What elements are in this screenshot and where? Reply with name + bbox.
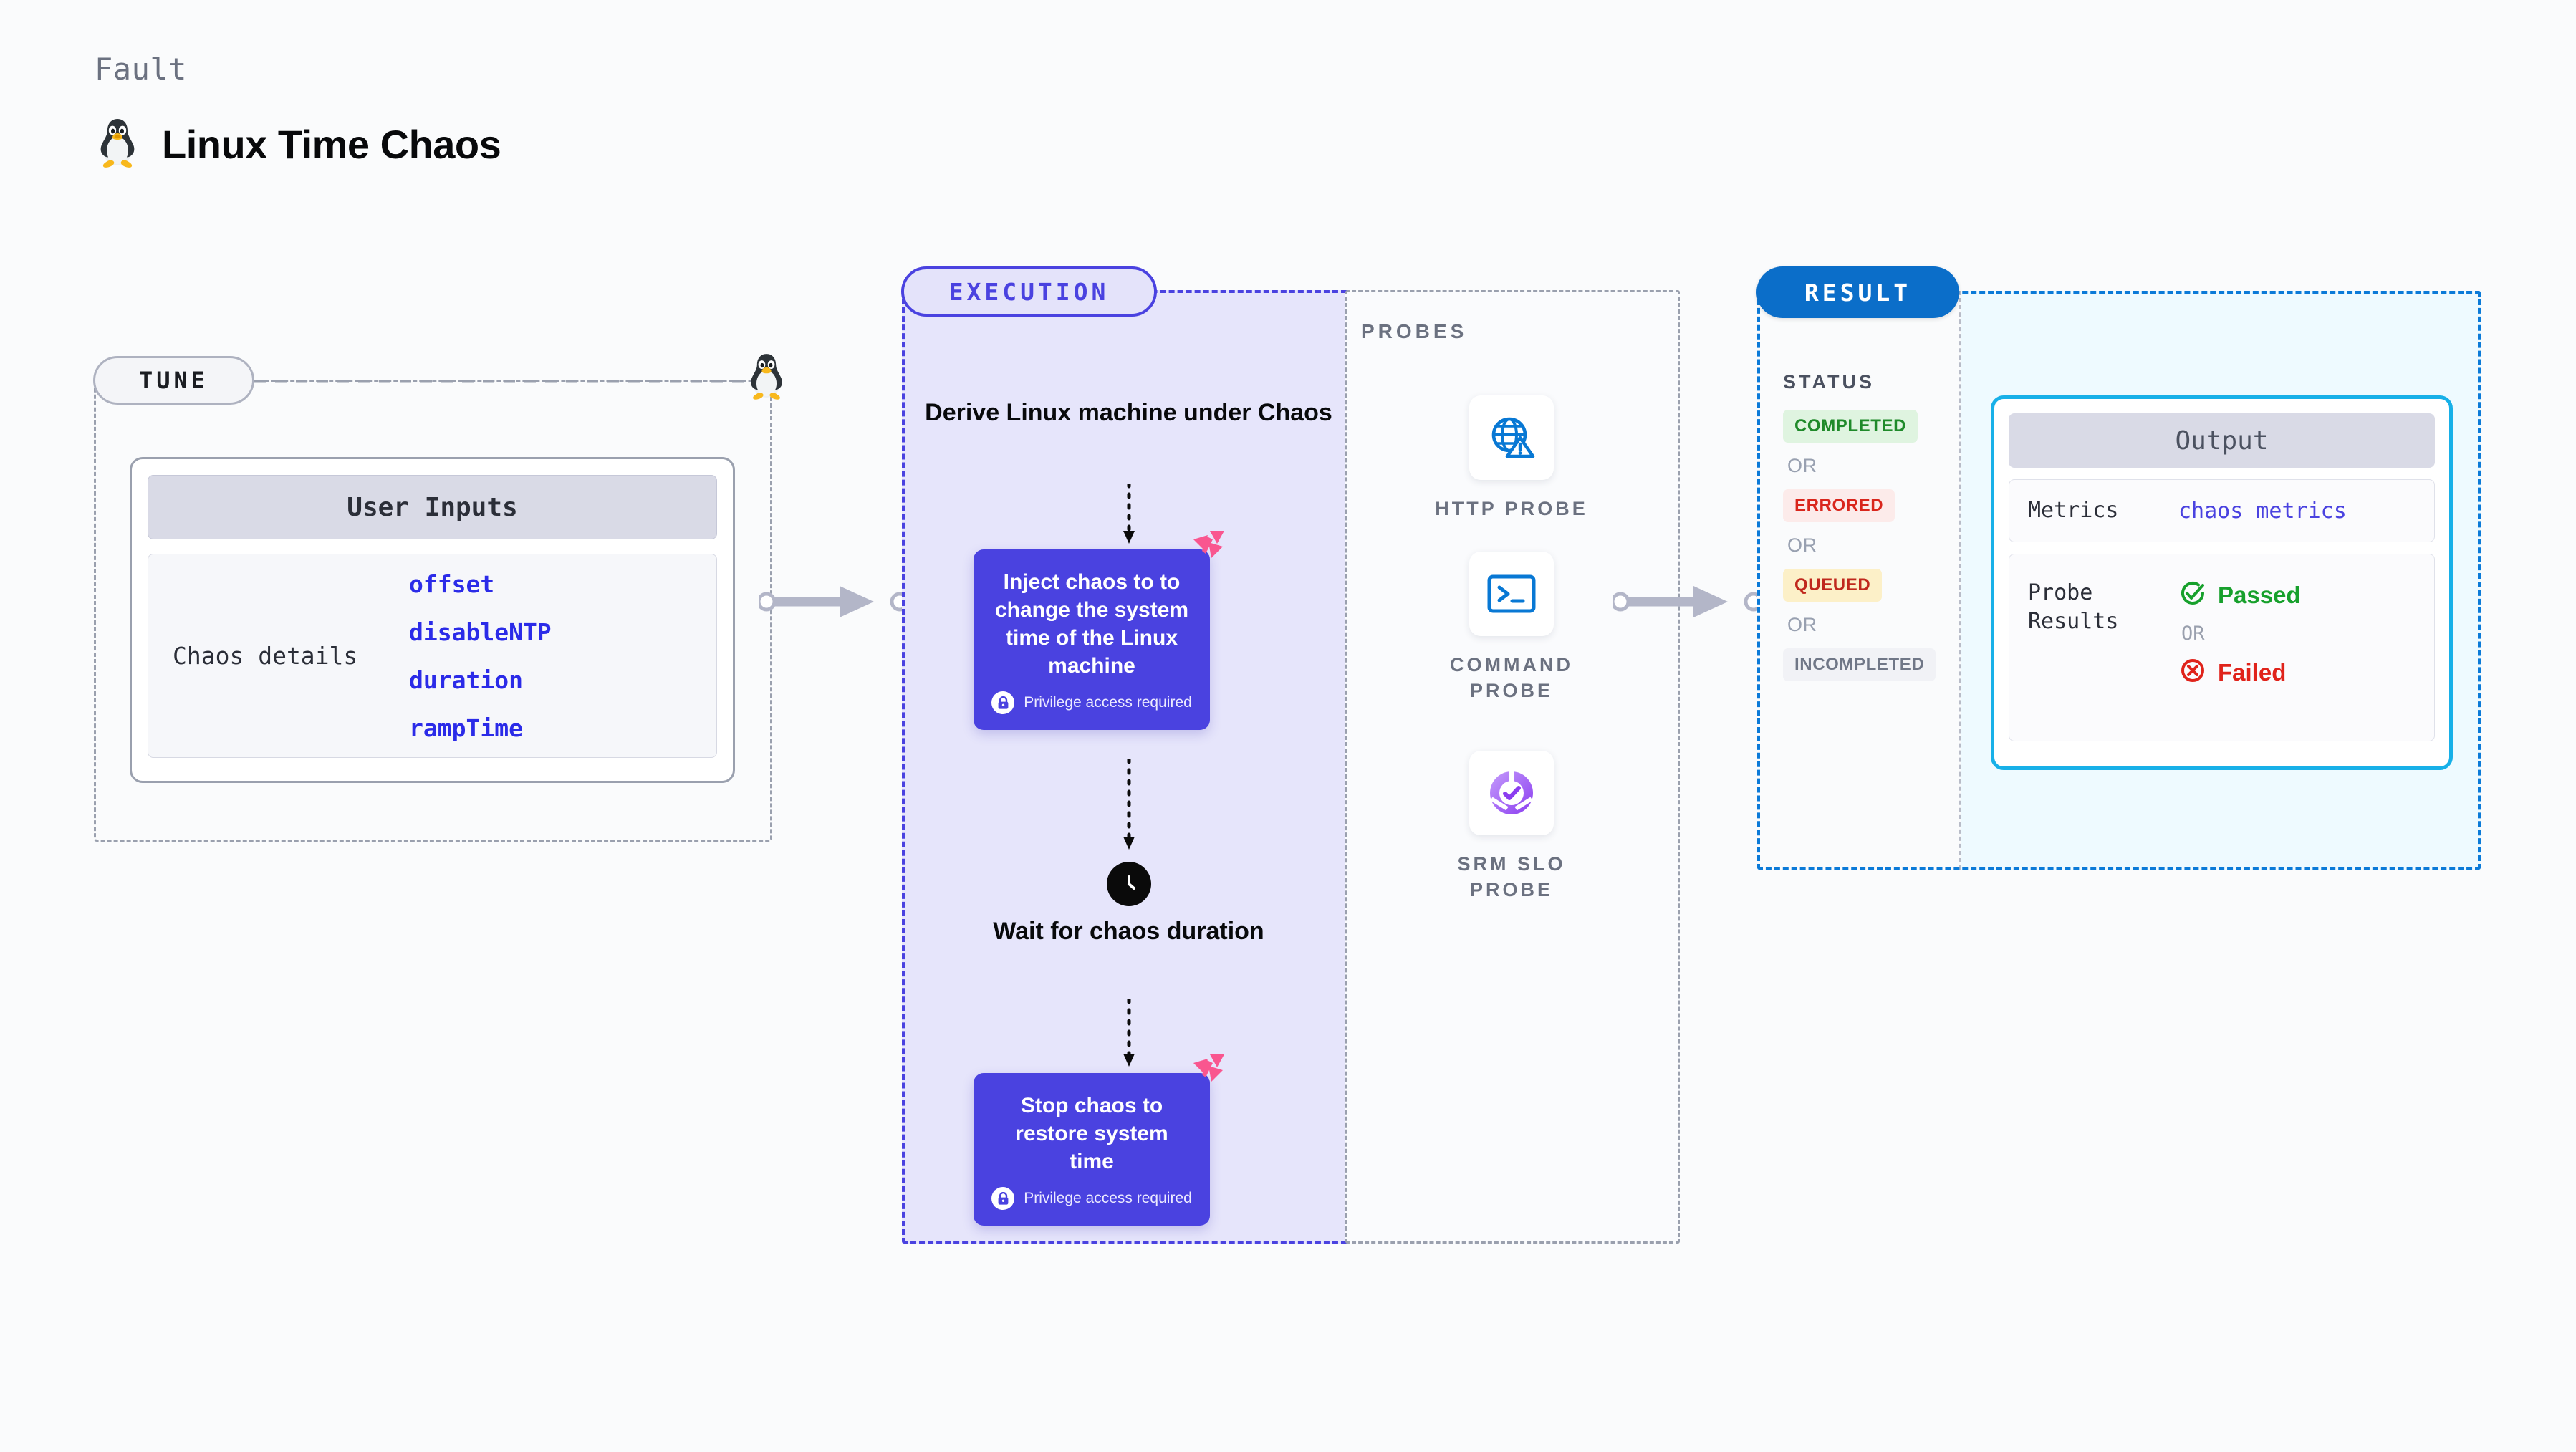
lock-icon bbox=[991, 1187, 1015, 1210]
output-card: Output Metrics chaos metrics Probe Resul… bbox=[1991, 395, 2453, 770]
probe-result-passed: Passed bbox=[2178, 579, 2301, 611]
status-badge-completed: COMPLETED bbox=[1783, 410, 1918, 443]
status-label: STATUS bbox=[1783, 371, 1875, 393]
probe-command-caption: COMMAND PROBE bbox=[1450, 654, 1573, 702]
output-probe-results-values: Passed OR Failed bbox=[2178, 579, 2301, 688]
probe-result-failed: Failed bbox=[2178, 656, 2301, 688]
probe-result-passed-label: Passed bbox=[2218, 581, 2301, 608]
execution-pill-label: EXECUTION bbox=[901, 266, 1157, 317]
tune-boundary-linux-tux-icon bbox=[745, 351, 788, 405]
page-title-row: Linux Time Chaos bbox=[95, 116, 501, 173]
execution-step-derive-title: Derive Linux machine under Chaos bbox=[925, 399, 1332, 426]
status-or-3: OR bbox=[1787, 614, 1817, 635]
probe-command[interactable]: COMMAND PROBE bbox=[1426, 552, 1597, 704]
page-title: Linux Time Chaos bbox=[162, 122, 501, 167]
execution-step-wait-title: Wait for chaos duration bbox=[993, 918, 1264, 945]
probe-result-failed-label: Failed bbox=[2218, 658, 2287, 686]
chaos-details-row: Chaos details offset disableNTP duration… bbox=[148, 554, 717, 758]
clock-icon bbox=[1107, 862, 1151, 906]
param-disablentp[interactable]: disableNTP bbox=[409, 617, 552, 646]
slo-donut-check-icon bbox=[1469, 751, 1554, 835]
connector-execution-to-result bbox=[1613, 586, 1764, 617]
page-eyebrow: Fault bbox=[95, 52, 187, 87]
execution-arrow-1 bbox=[1123, 484, 1135, 544]
output-card-title: Output bbox=[2009, 413, 2435, 468]
connector-tune-to-execution bbox=[759, 586, 910, 617]
litmus-chaos-icon bbox=[1191, 529, 1226, 566]
privilege-note-stop-text: Privilege access required bbox=[1024, 1190, 1192, 1206]
status-badge-list: COMPLETED OR ERRORED OR QUEUED OR INCOMP… bbox=[1783, 410, 1948, 681]
output-probe-results-key: Probe Results bbox=[2028, 580, 2119, 634]
execution-steps: Derive Linux machine under Chaos Inject … bbox=[902, 290, 1355, 1244]
litmus-chaos-icon bbox=[1191, 1053, 1226, 1090]
globe-warning-icon bbox=[1469, 395, 1554, 480]
probe-result-or: OR bbox=[2181, 622, 2205, 645]
probe-srm-slo[interactable]: SRM SLO PROBE bbox=[1426, 751, 1597, 903]
user-inputs-card: User Inputs Chaos details offset disable… bbox=[130, 457, 735, 783]
param-duration[interactable]: duration bbox=[409, 665, 523, 694]
tune-top-dashed-line bbox=[254, 380, 756, 383]
privilege-note-inject-text: Privilege access required bbox=[1024, 694, 1192, 711]
execution-step-stop-chaos-text: Stop chaos to restore system time bbox=[1015, 1094, 1168, 1173]
output-metrics-row: Metrics chaos metrics bbox=[2009, 479, 2435, 542]
check-circle-icon bbox=[2178, 579, 2207, 611]
chaos-details-label: Chaos details bbox=[173, 642, 358, 670]
result-panel-boundary bbox=[1757, 291, 2481, 870]
tune-pill-label: TUNE bbox=[93, 356, 254, 405]
execution-step-stop-chaos[interactable]: Stop chaos to restore system time Privil… bbox=[974, 1054, 1224, 1226]
probes-label: PROBES bbox=[1361, 320, 1468, 342]
lock-icon bbox=[991, 691, 1015, 714]
param-ramptime[interactable]: rampTime bbox=[409, 713, 523, 742]
output-metrics-key: Metrics bbox=[2028, 498, 2119, 524]
execution-step-inject-chaos-text: Inject chaos to to change the system tim… bbox=[994, 570, 1189, 678]
param-offset[interactable]: offset bbox=[409, 569, 495, 598]
terminal-prompt-icon bbox=[1469, 552, 1554, 636]
execution-step-inject-chaos[interactable]: Inject chaos to to change the system tim… bbox=[974, 531, 1224, 730]
execution-arrow-2 bbox=[1123, 759, 1135, 850]
execution-arrow-3 bbox=[1123, 999, 1135, 1067]
probe-http[interactable]: HTTP PROBE bbox=[1426, 395, 1597, 521]
result-pill-label: RESULT bbox=[1756, 266, 1959, 318]
chaos-details-params: offset disableNTP duration rampTime bbox=[409, 570, 552, 742]
linux-tux-icon bbox=[95, 116, 140, 173]
status-or-2: OR bbox=[1787, 534, 1817, 556]
user-inputs-title: User Inputs bbox=[148, 475, 717, 539]
probe-http-caption: HTTP PROBE bbox=[1435, 498, 1588, 519]
status-or-1: OR bbox=[1787, 455, 1817, 476]
output-probe-results-row: Probe Results Passed OR bbox=[2009, 554, 2435, 741]
status-badge-incompleted: INCOMPLETED bbox=[1783, 648, 1936, 681]
status-badge-errored: ERRORED bbox=[1783, 489, 1895, 522]
x-circle-icon bbox=[2178, 656, 2207, 688]
status-badge-queued: QUEUED bbox=[1783, 569, 1883, 602]
output-metrics-value[interactable]: chaos metrics bbox=[2178, 498, 2347, 524]
privilege-note-inject: Privilege access required bbox=[991, 691, 1193, 714]
probe-srm-slo-caption: SRM SLO PROBE bbox=[1457, 853, 1566, 901]
privilege-note-stop: Privilege access required bbox=[991, 1187, 1193, 1210]
